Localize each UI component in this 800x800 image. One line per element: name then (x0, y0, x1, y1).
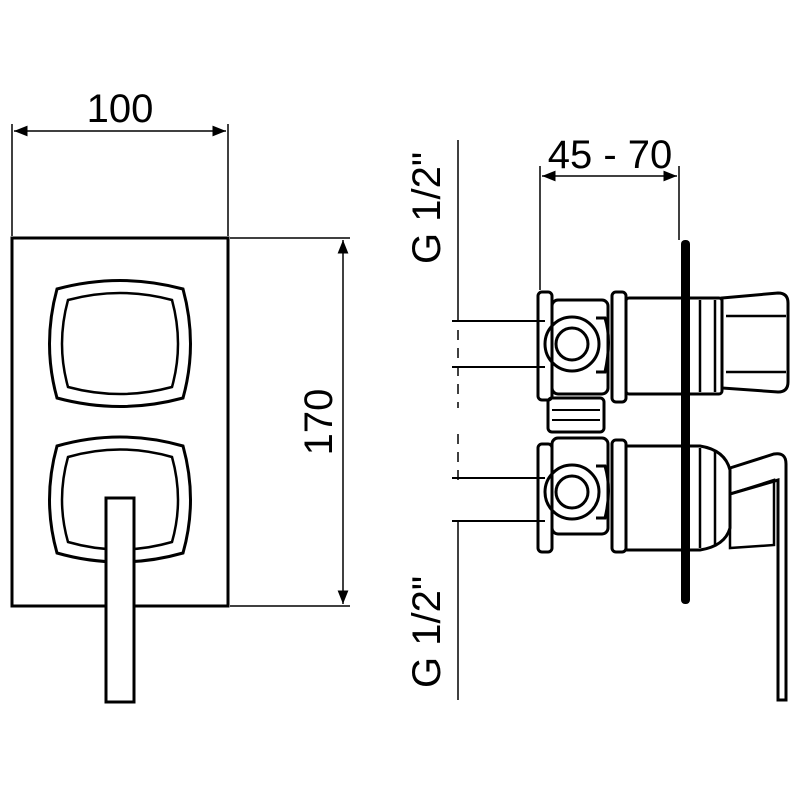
width-dimension: 100 (11, 87, 229, 236)
depth-label: 45 - 70 (548, 133, 673, 177)
depth-dimension: 45 - 70 (539, 133, 680, 290)
height-dimension: 170 (230, 237, 350, 607)
diverter-knob-side (720, 291, 790, 394)
thread-bottom-dimension: G 1/2" (405, 434, 545, 700)
upper-valve-body (536, 290, 724, 434)
front-view: 100 170 (10, 87, 350, 704)
lower-knob (48, 435, 192, 564)
lower-valve-body (536, 436, 732, 554)
width-label: 100 (87, 87, 154, 131)
thread-top-label: G 1/2" (405, 152, 449, 264)
height-label: 170 (297, 389, 341, 456)
lever-handle (104, 496, 136, 704)
wall-plate (681, 240, 690, 604)
mixer-lever-side (728, 452, 788, 702)
side-view: 45 - 70 G 1/2" G 1/2" (405, 133, 790, 702)
upper-knob (48, 279, 192, 408)
thread-top-dimension: G 1/2" (405, 140, 545, 408)
thread-bottom-label: G 1/2" (405, 576, 449, 688)
